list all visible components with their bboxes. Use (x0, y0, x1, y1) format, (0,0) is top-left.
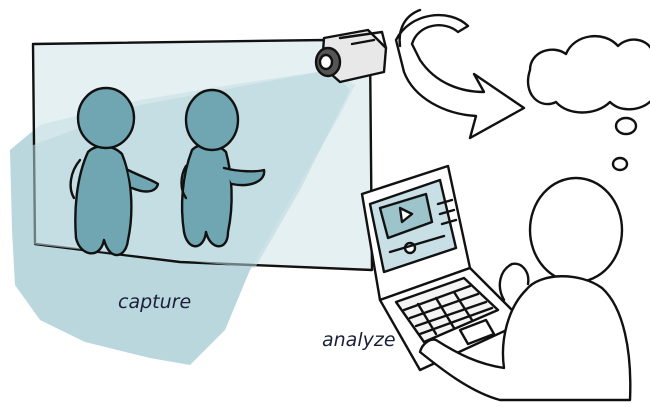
curved-arrow-icon (394, 13, 526, 140)
trackpad (458, 318, 496, 346)
person-left-icon (69, 86, 160, 257)
capture-label: capture (118, 291, 191, 313)
laptop-icon (360, 164, 526, 372)
camcorder-icon (314, 28, 388, 84)
person-analyze-icon (418, 176, 632, 402)
thought-bubble-icon (527, 34, 650, 172)
person-right-icon (180, 88, 266, 248)
curved-arrow-outline (398, 8, 422, 48)
analyze-label: analyze (322, 329, 396, 351)
keyboard (394, 276, 500, 344)
play-icon (398, 206, 414, 224)
